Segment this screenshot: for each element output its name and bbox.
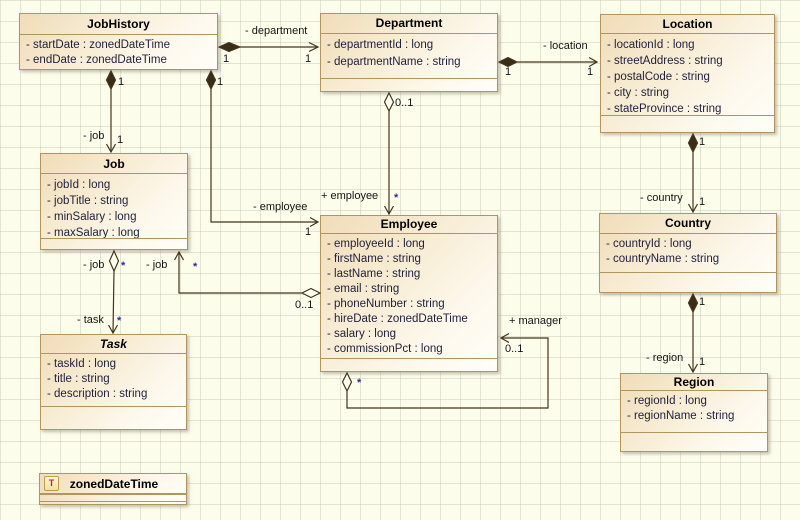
attribute-hiredate[interactable]: - hireDate : zonedDateTime [327, 313, 468, 325]
multiplicity-employee-manager-source[interactable]: * [357, 377, 362, 389]
attribute-jobid[interactable]: - jobId : long [47, 179, 111, 192]
association-department-employee[interactable] [383, 91, 395, 216]
role-label-plus-employee[interactable]: + employee [321, 190, 379, 202]
role-label-employee[interactable]: - employee [253, 201, 308, 213]
operations-compartment-region [621, 432, 767, 451]
class-title-location[interactable]: Location [601, 15, 774, 34]
multiplicity-job-task-source[interactable]: * [121, 260, 126, 272]
class-title-employee[interactable]: Employee [321, 216, 497, 234]
attribute-title[interactable]: - title : string [47, 373, 110, 385]
attribute-postalcode[interactable]: - postalCode : string [607, 70, 710, 83]
multiplicity-jobhistory-department-target[interactable]: 1 [305, 53, 312, 65]
class-jobhistory[interactable]: JobHistory - startDate : zonedDateTime -… [19, 13, 218, 70]
datatype-zoneddatetime[interactable]: T zonedDateTime [39, 473, 187, 505]
attribute-countryid[interactable]: - countryId : long [606, 238, 692, 250]
attribute-lastname[interactable]: - lastName : string [327, 268, 421, 280]
role-label-job-target[interactable]: - job [146, 259, 168, 271]
multiplicity-jobhistory-employee-source[interactable]: 1 [217, 76, 224, 88]
attribute-countryname[interactable]: - countryName : string [606, 253, 720, 265]
attribute-departmentname[interactable]: - departmentName : string [327, 56, 461, 68]
role-label-job-source[interactable]: - job [83, 259, 105, 271]
attribute-maxsalary[interactable]: - maxSalary : long [47, 227, 140, 238]
attribute-jobtitle[interactable]: - jobTitle : string [47, 195, 129, 208]
multiplicity-employee-job-source[interactable]: 0..1 [295, 299, 314, 311]
attribute-minsalary[interactable]: - minSalary : long [47, 211, 137, 224]
attribute-regionname[interactable]: - regionName : string [627, 410, 735, 422]
class-region[interactable]: Region - regionId : long - regionName : … [620, 373, 768, 452]
class-task[interactable]: Task - taskId : long - title : string - … [40, 334, 187, 430]
attribute-salary[interactable]: - salary : long [327, 328, 397, 340]
datatype-compartment [40, 501, 186, 504]
attribute-startdate[interactable]: - startDate : zonedDateTime [26, 39, 171, 51]
multiplicity-department-location-source[interactable]: 1 [505, 66, 512, 78]
association-employee-job[interactable] [173, 250, 322, 299]
attribute-phonenumber[interactable]: - phoneNumber : string [327, 298, 445, 310]
role-label-location[interactable]: - location [543, 40, 588, 52]
role-label-country[interactable]: - country [640, 192, 683, 204]
attribute-enddate[interactable]: - endDate : zonedDateTime [26, 54, 167, 66]
attribute-city[interactable]: - city : string [607, 86, 669, 99]
multiplicity-jobhistory-department-source[interactable]: 1 [223, 53, 230, 65]
operations-compartment-location [601, 115, 774, 132]
attribute-stateprovince[interactable]: - stateProvince : string [607, 102, 722, 115]
multiplicity-jobhistory-job-source[interactable]: 1 [118, 76, 125, 88]
role-label-department[interactable]: - department [245, 25, 308, 37]
operations-compartment-department [321, 78, 497, 91]
class-title-region[interactable]: Region [621, 374, 767, 391]
datatype-icon: T [44, 476, 59, 491]
role-label-job[interactable]: - job [83, 130, 105, 142]
multiplicity-department-employee-target[interactable]: * [394, 192, 399, 204]
association-department-location[interactable] [497, 56, 599, 68]
attribute-taskid[interactable]: - taskId : long [47, 358, 117, 370]
multiplicity-department-employee-source[interactable]: 0..1 [395, 97, 414, 109]
attribute-regionid[interactable]: - regionId : long [627, 395, 707, 407]
operations-compartment-employee [321, 358, 497, 371]
class-title-jobhistory[interactable]: JobHistory [20, 14, 217, 35]
class-title-job[interactable]: Job [41, 154, 187, 175]
association-jobhistory-job[interactable] [105, 69, 117, 154]
class-employee[interactable]: Employee - employeeId : long - firstName… [320, 215, 498, 372]
association-country-region[interactable] [687, 292, 699, 374]
multiplicity-location-country-target[interactable]: 1 [699, 196, 706, 208]
attribute-locationid[interactable]: - locationId : long [607, 38, 695, 51]
attribute-departmentid[interactable]: - departmentId : long [327, 39, 434, 51]
class-title-department[interactable]: Department [321, 14, 497, 34]
attribute-firstname[interactable]: - firstName : string [327, 253, 421, 265]
class-department[interactable]: Department - departmentId : long - depar… [320, 13, 498, 92]
attribute-email[interactable]: - email : string [327, 283, 400, 295]
association-location-country[interactable] [687, 132, 699, 214]
class-location[interactable]: Location - locationId : long - streetAdd… [600, 14, 775, 133]
operations-compartment-job [41, 238, 187, 249]
operations-compartment-task [41, 406, 186, 429]
multiplicity-jobhistory-job-target[interactable]: 1 [117, 134, 124, 146]
multiplicity-country-region-target[interactable]: 1 [699, 356, 706, 368]
role-label-manager[interactable]: + manager [509, 315, 562, 327]
role-label-region[interactable]: - region [646, 352, 684, 364]
attribute-description[interactable]: - description : string [47, 388, 148, 400]
attribute-employeeid[interactable]: - employeeId : long [327, 238, 425, 250]
attribute-commissionpct[interactable]: - commissionPct : long [327, 343, 443, 355]
role-label-task[interactable]: - task [77, 314, 104, 326]
multiplicity-location-country-source[interactable]: 1 [699, 136, 706, 148]
datatype-compartment [40, 494, 186, 501]
multiplicity-employee-manager-target[interactable]: 0..1 [505, 343, 524, 355]
class-job[interactable]: Job - jobId : long - jobTitle : string -… [40, 153, 188, 250]
class-country[interactable]: Country - countryId : long - countryName… [599, 213, 777, 293]
multiplicity-employee-job-target[interactable]: * [193, 261, 198, 273]
multiplicity-department-location-target[interactable]: 1 [587, 66, 594, 78]
class-title-task[interactable]: Task [41, 335, 186, 354]
attribute-streetaddress[interactable]: - streetAddress : string [607, 54, 723, 67]
multiplicity-jobhistory-employee-target[interactable]: 1 [305, 226, 312, 238]
operations-compartment-country [600, 272, 776, 292]
association-jobhistory-department[interactable] [217, 41, 320, 53]
multiplicity-country-region-source[interactable]: 1 [699, 296, 706, 308]
multiplicity-job-task-target[interactable]: * [117, 315, 122, 327]
class-title-country[interactable]: Country [600, 214, 776, 234]
datatype-title[interactable]: zonedDateTime [69, 476, 159, 491]
